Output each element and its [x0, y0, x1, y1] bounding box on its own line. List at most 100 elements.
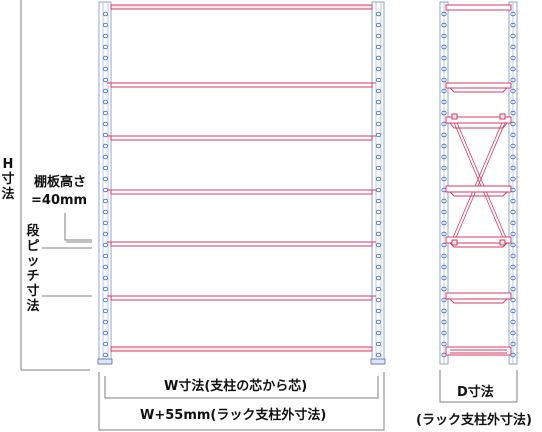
post-hole — [375, 143, 382, 149]
post-hole — [102, 22, 109, 28]
post-hole — [102, 88, 109, 94]
post-hole — [375, 44, 382, 50]
side-shelf-1 — [445, 4, 512, 11]
side-left-post — [439, 1, 449, 365]
side-shelf-2 — [445, 82, 512, 93]
front-shelf-2 — [107, 82, 376, 88]
post-hole — [102, 33, 109, 39]
post-hole — [375, 154, 382, 160]
side-shelf-5 — [445, 236, 512, 248]
post-hole — [375, 176, 382, 182]
post-hole — [510, 264, 516, 270]
post-hole — [102, 55, 109, 61]
post-hole — [102, 143, 109, 149]
post-hole — [375, 242, 382, 248]
post-hole — [510, 55, 516, 61]
post-hole — [375, 187, 382, 193]
post-hole — [102, 220, 109, 226]
front-right-post-holes — [375, 11, 382, 358]
post-hole — [441, 198, 447, 204]
depth-outer-label: (ラック支柱外寸法) — [416, 413, 532, 428]
post-hole — [510, 165, 516, 171]
post-hole — [375, 198, 382, 204]
front-shelf-7 — [110, 346, 373, 352]
front-shelf-5 — [107, 241, 376, 247]
post-hole — [441, 154, 447, 160]
post-hole — [375, 88, 382, 94]
post-hole — [441, 33, 447, 39]
post-hole — [102, 198, 109, 204]
post-hole — [375, 209, 382, 215]
post-hole — [102, 297, 109, 303]
post-hole — [375, 77, 382, 83]
post-hole — [441, 275, 447, 281]
post-hole — [441, 176, 447, 182]
post-hole — [441, 11, 447, 17]
post-hole — [441, 99, 447, 105]
side-shelves — [445, 4, 512, 356]
post-hole — [441, 242, 447, 248]
post-hole — [375, 55, 382, 61]
post-hole — [510, 121, 516, 127]
post-hole — [441, 220, 447, 226]
post-hole — [510, 242, 516, 248]
width-center-label: W寸法(支柱の芯から芯) — [164, 379, 308, 394]
side-cross-brace — [451, 117, 508, 241]
post-hole — [441, 264, 447, 270]
post-hole — [375, 253, 382, 259]
post-hole — [375, 319, 382, 325]
post-hole — [510, 209, 516, 215]
post-hole — [102, 44, 109, 50]
post-hole — [375, 308, 382, 314]
side-shelf-3 — [445, 113, 512, 129]
post-hole — [441, 297, 447, 303]
post-hole — [375, 22, 382, 28]
width-outer-label: W+55mm(ラック支柱外寸法) — [140, 408, 327, 423]
front-shelf-6 — [107, 295, 376, 301]
side-shelf-4 — [445, 185, 512, 197]
post-hole — [375, 66, 382, 72]
post-hole — [441, 165, 447, 171]
post-hole — [102, 319, 109, 325]
post-hole — [102, 99, 109, 105]
step-pitch-label-text: 段ピッチ寸法 — [26, 224, 40, 314]
step-pitch-label: 段ピッチ寸法 — [26, 224, 40, 314]
post-hole — [510, 66, 516, 72]
post-hole — [375, 99, 382, 105]
front-left-post-holes — [102, 11, 109, 358]
front-right-post — [370, 1, 386, 365]
post-hole — [102, 154, 109, 160]
post-hole — [375, 341, 382, 347]
post-hole — [441, 319, 447, 325]
side-shelf-6 — [445, 292, 512, 304]
post-hole — [510, 286, 516, 292]
post-hole — [375, 33, 382, 39]
post-hole — [102, 110, 109, 116]
post-hole — [510, 33, 516, 39]
post-hole — [441, 121, 447, 127]
post-hole — [102, 11, 109, 17]
post-hole — [102, 341, 109, 347]
post-hole — [510, 99, 516, 105]
post-hole — [510, 275, 516, 281]
step-pitch-dimension — [42, 247, 92, 297]
side-left-post-holes — [441, 11, 447, 358]
post-hole — [375, 11, 382, 17]
post-hole — [441, 110, 447, 116]
depth-label: D寸法 — [457, 385, 494, 400]
height-label: H寸法 — [1, 157, 15, 202]
front-shelf-4 — [107, 189, 376, 195]
post-hole — [510, 341, 516, 347]
post-hole — [441, 253, 447, 259]
post-hole — [441, 22, 447, 28]
post-hole — [441, 341, 447, 347]
post-hole — [510, 253, 516, 259]
post-hole — [510, 11, 516, 17]
post-hole — [510, 22, 516, 28]
front-shelf-3 — [107, 135, 376, 141]
shelf-height-label-line2: =40mm — [31, 193, 88, 208]
side-right-post-holes — [510, 11, 516, 358]
post-hole — [102, 308, 109, 314]
post-hole — [102, 121, 109, 127]
